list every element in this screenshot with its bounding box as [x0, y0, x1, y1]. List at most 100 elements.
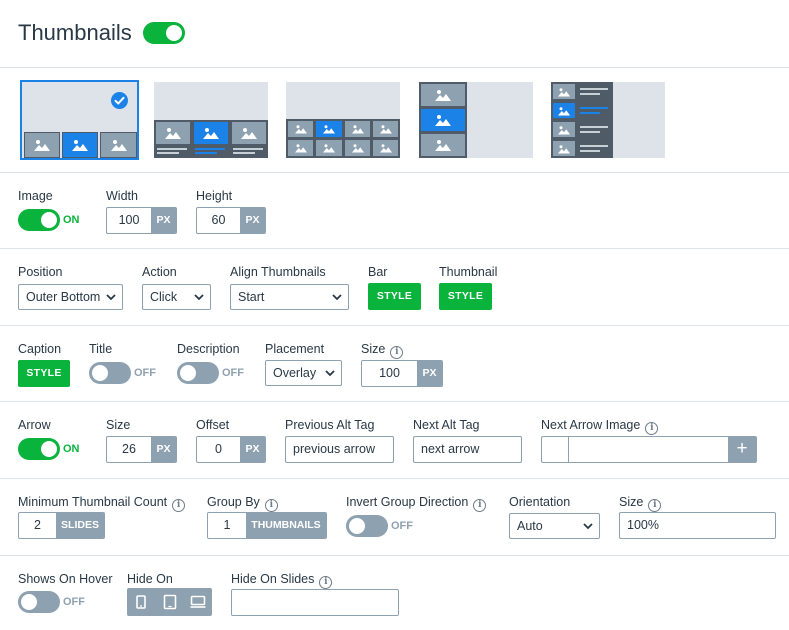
action-value: Click — [150, 290, 178, 304]
caption-line — [580, 126, 608, 128]
info-icon[interactable]: i — [319, 576, 333, 589]
min-thumbnail-count-value: 2 — [34, 518, 41, 532]
toggle-knob — [92, 365, 108, 381]
thumb-image-icon — [552, 102, 576, 119]
hide-on-slides-input[interactable] — [231, 589, 399, 616]
height-input[interactable]: 60 PX — [196, 207, 266, 234]
toggle-knob — [180, 365, 196, 381]
thumb-image-icon — [287, 139, 314, 157]
next-arrow-image-preview[interactable] — [542, 437, 569, 462]
caption-line — [233, 152, 255, 154]
image-label: Image — [18, 189, 53, 203]
min-thumbnail-count-label-text: Minimum Thumbnail Count — [18, 495, 168, 509]
caption-line — [195, 152, 217, 154]
description-toggle[interactable] — [177, 362, 219, 384]
layout-option-bottom-row-captions[interactable] — [154, 82, 268, 158]
info-icon[interactable]: i — [473, 499, 487, 512]
chevron-down-icon — [194, 294, 204, 301]
hide-on-mobile-button[interactable] — [127, 588, 155, 616]
divider — [0, 248, 789, 249]
bar-label: Bar — [368, 265, 388, 279]
layout-option-grid[interactable] — [286, 82, 400, 158]
next-alt-tag-label: Next Alt Tag — [413, 418, 480, 432]
title-toggle[interactable] — [89, 362, 131, 384]
hide-on-slides-label-text: Hide On Slides — [231, 572, 315, 586]
orientation-size-input[interactable]: 100% — [619, 512, 776, 539]
hide-on-tablet-button[interactable] — [155, 588, 184, 616]
orientation-select[interactable]: Auto — [509, 513, 600, 539]
invert-group-direction-state: OFF — [391, 520, 413, 532]
caption-label: Caption — [18, 342, 62, 356]
next-arrow-image-field: + — [541, 436, 757, 463]
align-thumbnails-select[interactable]: Start — [230, 284, 349, 310]
height-value: 60 — [211, 213, 226, 227]
previous-alt-tag-input[interactable]: previous arrow — [285, 436, 394, 463]
caption-style-button[interactable]: STYLE — [18, 360, 70, 387]
thumbnail-label: Thumbnail — [439, 265, 498, 279]
hide-on-slides-label: Hide On Slides i — [231, 572, 333, 589]
thumb-image-icon — [315, 120, 343, 138]
position-value: Outer Bottom — [26, 290, 101, 304]
caption-line — [233, 148, 263, 150]
caption-line — [157, 148, 187, 150]
position-select[interactable]: Outer Bottom — [18, 284, 123, 310]
thumb-image-icon — [155, 121, 191, 145]
hide-on-desktop-button[interactable] — [184, 588, 212, 616]
toggle-knob — [41, 441, 57, 457]
mobile-icon — [136, 595, 146, 609]
caption-size-unit: PX — [417, 361, 442, 386]
info-icon[interactable]: i — [648, 499, 662, 512]
offset-input[interactable]: 0 PX — [196, 436, 266, 463]
thumb-image-icon — [372, 139, 399, 157]
info-icon[interactable]: i — [645, 422, 659, 435]
description-label: Description — [177, 342, 240, 356]
placement-select[interactable]: Overlay — [265, 360, 342, 386]
thumb-image-icon — [344, 139, 371, 157]
title-label: Title — [89, 342, 113, 356]
min-thumbnail-count-input[interactable]: 2 SLIDES — [18, 512, 105, 539]
width-input[interactable]: 100 PX — [106, 207, 177, 234]
chevron-down-icon — [332, 294, 342, 301]
previous-alt-tag-label: Previous Alt Tag — [285, 418, 375, 432]
desktop-icon — [190, 595, 206, 608]
image-toggle-state: ON — [63, 214, 80, 226]
thumb-image-icon — [372, 120, 399, 138]
invert-group-direction-toggle[interactable] — [346, 515, 388, 537]
group-by-label-text: Group By — [207, 495, 260, 509]
arrow-size-input[interactable]: 26 PX — [106, 436, 177, 463]
group-by-input[interactable]: 1 THUMBNAILS — [207, 512, 327, 539]
group-by-label: Group By i — [207, 495, 278, 512]
divider — [0, 172, 789, 173]
bar-style-button[interactable]: STYLE — [368, 283, 421, 310]
info-icon[interactable]: i — [264, 499, 278, 512]
info-icon[interactable]: i — [172, 499, 186, 512]
orientation-label: Orientation — [509, 495, 571, 509]
arrow-toggle[interactable] — [18, 438, 60, 460]
description-toggle-state: OFF — [222, 367, 244, 379]
thumbnail-style-button[interactable]: STYLE — [439, 283, 492, 310]
divider — [0, 325, 789, 326]
divider — [0, 555, 789, 556]
info-icon[interactable]: i — [390, 346, 404, 359]
layout-option-bottom-row[interactable] — [20, 80, 139, 160]
next-alt-tag-input[interactable]: next arrow — [413, 436, 522, 463]
caption-line — [580, 112, 600, 114]
toggle-knob — [41, 212, 57, 228]
width-label: Width — [106, 189, 138, 203]
shows-on-hover-toggle[interactable] — [18, 591, 60, 613]
caption-size-input[interactable]: 100 PX — [361, 360, 443, 387]
height-unit: PX — [240, 208, 265, 233]
image-toggle[interactable] — [18, 209, 60, 231]
layout-option-left-column[interactable] — [419, 82, 533, 158]
title-toggle-state: OFF — [134, 367, 156, 379]
action-select[interactable]: Click — [142, 284, 211, 310]
layout-option-left-column-captions[interactable] — [551, 82, 665, 158]
orientation-value: Auto — [517, 519, 543, 533]
add-image-button[interactable]: + — [728, 437, 756, 462]
next-arrow-image-input[interactable] — [570, 437, 728, 462]
thumbnails-enable-toggle[interactable] — [143, 22, 185, 44]
toggle-knob — [21, 594, 37, 610]
